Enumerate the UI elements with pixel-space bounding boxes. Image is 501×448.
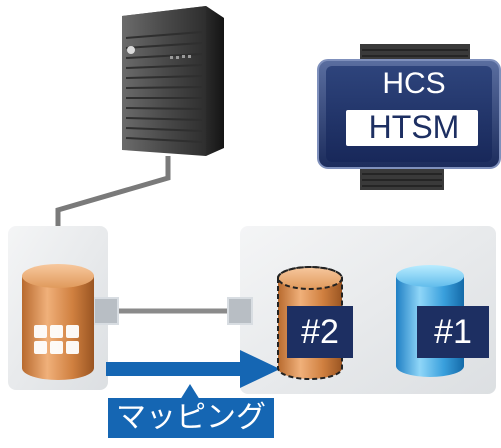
tower-server-icon	[122, 6, 224, 156]
target-volume-label: #2	[301, 313, 339, 351]
hcs-management-server	[317, 44, 501, 190]
storage-cylinder-icon	[22, 264, 94, 380]
mapping-callout	[108, 384, 274, 438]
storage-link	[93, 297, 253, 325]
source-volume-badge	[417, 306, 489, 358]
hcs-label: HCS	[382, 67, 446, 100]
mapping-arrow-icon	[106, 350, 280, 388]
target-volume	[277, 266, 353, 380]
htsm-label: HTSM	[368, 109, 460, 145]
target-volume-badge	[287, 306, 353, 358]
htsm-label-box	[346, 110, 478, 146]
grid-icon	[34, 325, 79, 354]
source-volume-label: #1	[434, 313, 472, 351]
source-volume	[396, 265, 489, 377]
mapping-label: マッピング	[116, 401, 266, 434]
